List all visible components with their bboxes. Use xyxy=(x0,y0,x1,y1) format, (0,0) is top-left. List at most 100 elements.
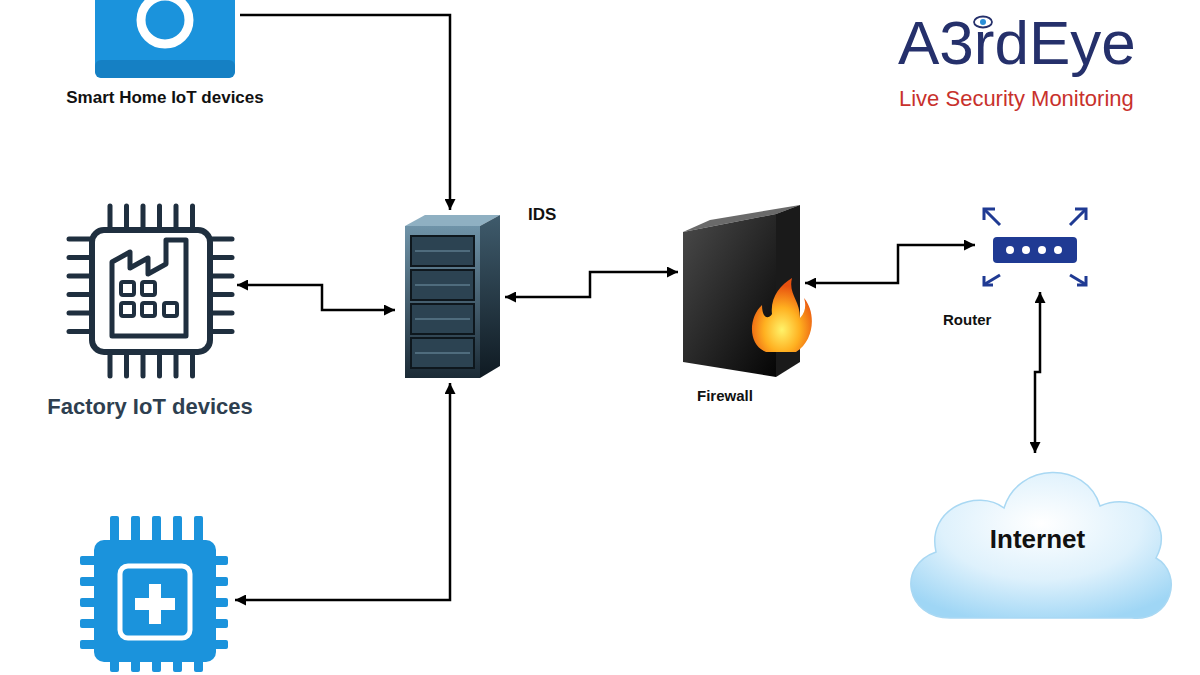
node-label: IDS xyxy=(528,205,556,225)
router-icon-part-part xyxy=(985,210,1000,225)
router-icon-part-part xyxy=(1070,210,1085,225)
router-icon-part-part xyxy=(1054,246,1062,254)
factory-chip-icon-part-part xyxy=(212,311,232,316)
router-node: Router xyxy=(980,200,1090,287)
factory-chip-icon-part xyxy=(69,206,232,376)
factory-chip-icon-part xyxy=(92,230,210,352)
factory-chip-icon-part-part xyxy=(212,255,232,260)
logo-wordmark: A3rdEye xyxy=(898,12,1136,74)
factory-chip-icon xyxy=(69,206,232,376)
router-icon-part-part xyxy=(984,276,993,285)
factory-chip-icon-part-part xyxy=(190,354,195,376)
factory-chip-icon-part-part xyxy=(69,311,90,316)
node-label: Router xyxy=(943,311,991,328)
smart-home-icon-part xyxy=(95,60,235,78)
internet-node: Internet xyxy=(905,458,1170,620)
factory-chip-icon-part-part xyxy=(108,354,113,376)
ids-server-icon-part xyxy=(411,236,474,368)
factory-chip-icon-part xyxy=(121,282,134,295)
ids-server-node: IDS xyxy=(400,215,500,378)
ids-server-icon-part-part xyxy=(415,318,470,320)
medical-chip-icon-part-part xyxy=(152,516,161,544)
router-icon-part-part xyxy=(1022,246,1030,254)
router-icon-part-part xyxy=(1077,276,1086,285)
firewall-icon xyxy=(683,205,812,377)
factory-chip-icon-part-part xyxy=(124,354,129,376)
router-icon-part xyxy=(1006,246,1062,254)
factory-chip-icon-part-part xyxy=(69,292,90,297)
medical-chip-icon-part xyxy=(94,540,216,662)
factory-chip-icon-part xyxy=(142,282,155,295)
node-label: Smart Home IoT devices xyxy=(66,88,263,108)
firewall-icon-part xyxy=(752,278,812,352)
factory-chip-icon-part-part xyxy=(190,206,195,228)
smart-home-node: Smart Home IoT devices xyxy=(95,0,235,78)
logo-tagline: Live Security Monitoring xyxy=(899,88,1134,110)
factory-chip-icon-part-part xyxy=(174,354,179,376)
ids-server-icon-part-part xyxy=(411,304,474,334)
medical-chip-icon-part-part xyxy=(194,516,203,544)
factory-chip-icon-part-part xyxy=(212,237,232,242)
node-label: Factory IoT devices xyxy=(47,394,252,419)
network-link xyxy=(805,245,975,283)
factory-chip-icon-part-part xyxy=(212,329,232,334)
ids-server-icon-part-part xyxy=(411,270,474,300)
medical-chip-icon-part-part xyxy=(173,516,182,544)
factory-chip-icon-part-part xyxy=(108,206,113,228)
router-icon-part-part xyxy=(985,275,1000,284)
ids-server-icon-part-part xyxy=(415,250,470,252)
medical-chip-icon-part xyxy=(80,516,228,672)
firewall-icon-part xyxy=(683,214,776,377)
medical-chip-icon-part xyxy=(135,584,175,624)
router-icon-part xyxy=(993,237,1077,263)
factory-chip-icon-part-part xyxy=(69,329,90,334)
medical-chip-icon-part-part xyxy=(131,516,140,544)
ids-server-icon-part-part xyxy=(411,236,474,266)
internet-cloud-part xyxy=(911,472,1171,618)
router-icon-part-part xyxy=(984,209,995,220)
ids-server-icon xyxy=(405,215,500,378)
factory-chip-icon-part-part xyxy=(157,206,162,228)
router-icon-part xyxy=(984,209,1086,285)
network-link xyxy=(1035,292,1040,453)
factory-chip-icon-part-part xyxy=(212,292,232,297)
medical-node xyxy=(80,515,230,673)
factory-chip-icon-part xyxy=(112,240,186,336)
network-link xyxy=(235,383,450,600)
ids-server-icon-part xyxy=(415,251,470,353)
ids-server-icon-part xyxy=(405,226,480,378)
factory-chip-icon-part-part xyxy=(69,255,90,260)
factory-chip-icon-part-part xyxy=(69,237,90,242)
ids-server-icon-part-part xyxy=(415,352,470,354)
network-link xyxy=(505,272,678,297)
medical-chip-icon xyxy=(80,516,228,672)
smart-home-icon-part xyxy=(95,0,235,78)
factory-chip-icon-part-part xyxy=(124,206,129,228)
factory-chip-icon-part-part xyxy=(141,354,146,376)
factory-chip-icon-part-part xyxy=(174,206,179,228)
factory-chip-icon-part-part xyxy=(141,206,146,228)
factory-chip-icon-part-part xyxy=(69,274,90,279)
firewall-node: Firewall xyxy=(683,205,800,377)
router-icon-part-part xyxy=(1006,246,1014,254)
network-link xyxy=(240,15,450,210)
factory-chip-icon-part xyxy=(164,303,177,316)
ids-server-icon-part xyxy=(480,215,500,378)
factory-chip-icon-part xyxy=(121,303,134,316)
factory-node: Factory IoT devices xyxy=(68,205,232,377)
network-link xyxy=(237,285,395,310)
router-icon-part-part xyxy=(1038,246,1046,254)
ids-server-icon-part-part xyxy=(415,284,470,286)
factory-chip-icon-part-part xyxy=(212,274,232,279)
factory-chip-icon-part-part xyxy=(157,354,162,376)
internet-cloud xyxy=(911,472,1171,618)
smart-home-icon-part xyxy=(141,0,189,44)
ids-server-icon-part-part xyxy=(411,338,474,368)
node-label: Internet xyxy=(990,524,1085,555)
router-icon-part-part xyxy=(1075,209,1086,220)
medical-chip-icon-part-part xyxy=(110,516,119,544)
router-icon xyxy=(984,209,1086,285)
medical-chip-icon-part xyxy=(120,566,190,638)
